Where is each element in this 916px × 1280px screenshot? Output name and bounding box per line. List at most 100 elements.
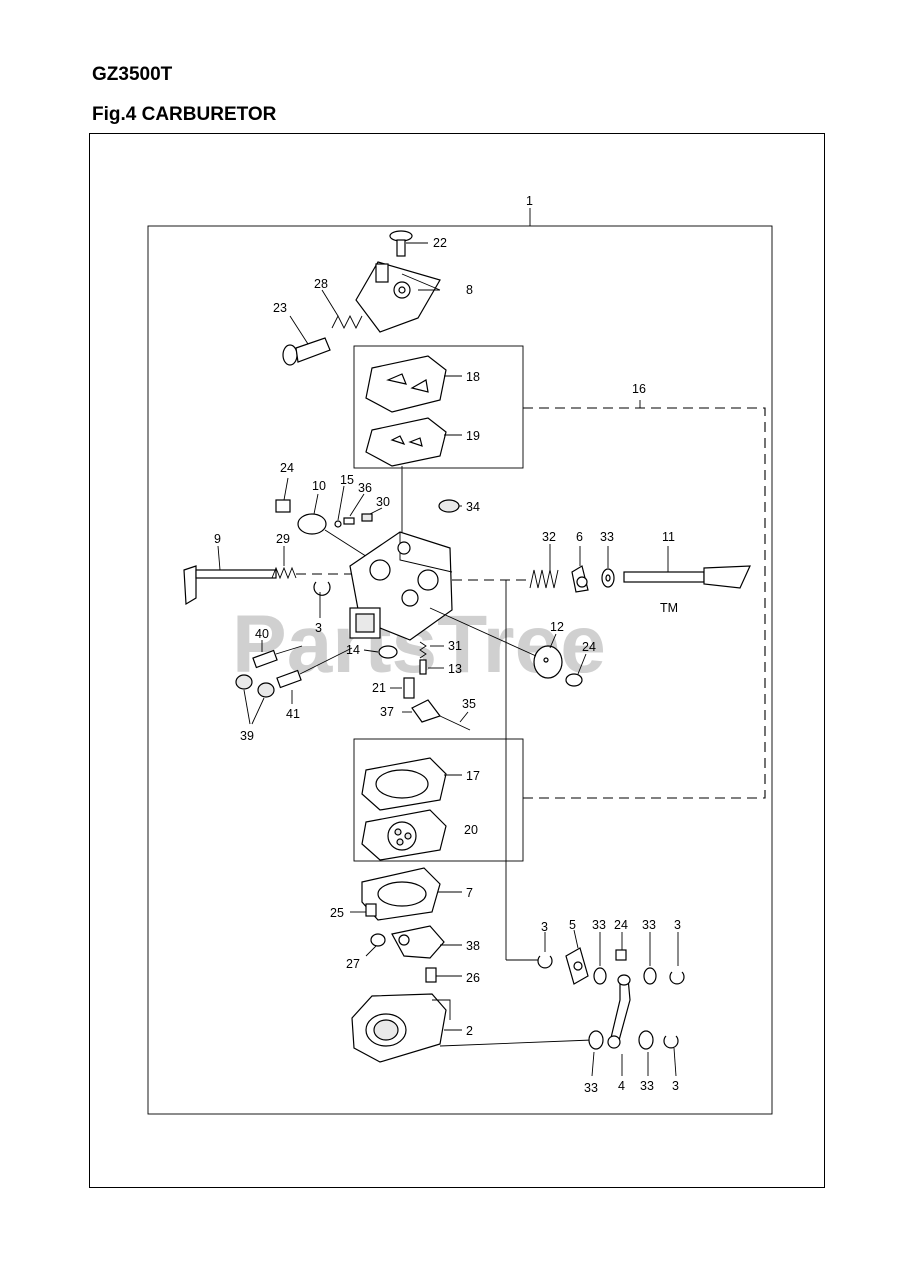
diagram-frame [89, 133, 825, 1188]
callout-6: 6 [576, 530, 583, 544]
part-18-gasket [365, 355, 462, 413]
callout-26: 26 [466, 971, 480, 985]
part-33-washer-c [643, 932, 657, 985]
part-27-screw [365, 933, 386, 957]
callout-11: 11 [662, 530, 675, 544]
part-14-needle-seat [363, 645, 398, 659]
watermark-tm: TM [660, 601, 678, 615]
gasket-box-upper [353, 345, 524, 469]
callout-2: 2 [466, 1024, 473, 1038]
part-38-bracket [391, 925, 462, 959]
part-33-washer-e [638, 1030, 654, 1076]
part-41-needle [276, 647, 353, 704]
part-8-bracket [355, 261, 441, 333]
callout-39: 39 [240, 729, 254, 743]
part-33-washer-upper [601, 546, 615, 588]
callout-36: 36 [358, 481, 372, 495]
part-26-screw [425, 967, 462, 983]
part-20-diaphragm [361, 809, 447, 861]
callout-13: 13 [448, 662, 462, 676]
callout-29: 29 [276, 532, 290, 546]
callout-labels: 1 22 8 28 23 18 16 19 24 15 10 36 30 34 … [214, 194, 681, 1095]
callout-24c: 24 [614, 918, 628, 932]
callout-35: 35 [462, 697, 476, 711]
assembly-boundary [147, 225, 773, 1115]
callout-14: 14 [346, 643, 360, 657]
callout-3b: 3 [541, 920, 548, 934]
part-17-gasket [361, 757, 462, 811]
part-31-spring [419, 641, 444, 659]
callout-10: 10 [312, 479, 326, 493]
part-3-clip-left [313, 581, 331, 618]
callout-20: 20 [464, 823, 478, 837]
part-3-clip-mid [537, 932, 553, 969]
callout-31: 31 [448, 639, 462, 653]
callout-5: 5 [569, 918, 576, 932]
part-22-screw [389, 230, 428, 257]
part-21-screw [390, 677, 415, 699]
callout-4: 4 [618, 1079, 625, 1093]
callout-37: 37 [380, 705, 394, 719]
callout-12: 12 [550, 620, 564, 634]
kit-16-boundary [523, 407, 766, 799]
callout-3d: 3 [672, 1079, 679, 1093]
callout-9: 9 [214, 532, 221, 546]
callout-21: 21 [372, 681, 386, 695]
part-40-needle [252, 640, 303, 669]
part-19-diaphragm [365, 417, 462, 544]
part-32-spring [452, 544, 559, 589]
callout-3a: 3 [315, 621, 322, 635]
callout-24b: 24 [582, 640, 596, 654]
figure-title: Fig.4 CARBURETOR [92, 104, 277, 125]
part-33-washer-d [588, 1030, 604, 1077]
callout-34: 34 [466, 500, 480, 514]
callout-3c: 3 [674, 918, 681, 932]
part-4-link-rod [607, 974, 631, 1076]
callout-8: 8 [466, 283, 473, 297]
part-3-clip-right [669, 932, 685, 985]
part-24-screw-upper [275, 477, 291, 513]
callout-38: 38 [466, 939, 480, 953]
callout-33d: 33 [584, 1081, 598, 1095]
part-12-choke-plate [429, 607, 563, 679]
callout-33c: 33 [642, 918, 656, 932]
carburetor-body [349, 531, 453, 641]
callout-17: 17 [466, 769, 480, 783]
part-28-spring [321, 289, 363, 330]
callout-33e: 33 [640, 1079, 654, 1093]
callout-33a: 33 [600, 530, 614, 544]
callout-7: 7 [466, 886, 473, 900]
part-5-lever [565, 929, 589, 985]
part-11-choke-shaft [623, 546, 751, 589]
callout-30: 30 [376, 495, 390, 509]
callout-15: 15 [340, 473, 354, 487]
part-24-screw-right [565, 653, 587, 687]
callout-22: 22 [433, 236, 447, 250]
callout-18: 18 [466, 370, 480, 384]
callout-25: 25 [330, 906, 344, 920]
callout-19: 19 [466, 429, 480, 443]
part-6-lever [571, 546, 589, 593]
model-number: GZ3500T [92, 64, 173, 85]
part-10-disc [297, 493, 373, 561]
gasket-box-lower [353, 738, 524, 862]
callout-27: 27 [346, 957, 360, 971]
part-9-throttle-shaft [183, 545, 277, 606]
part-39-caps [235, 674, 275, 725]
callout-1: 1 [526, 194, 533, 208]
part-37-lever [402, 699, 441, 723]
callout-33b: 33 [592, 918, 606, 932]
parts-15-36-30 [334, 485, 383, 528]
part-24-screw-c [615, 932, 627, 961]
part-29-spring [271, 546, 352, 580]
part-3-clip-lower [663, 1035, 679, 1077]
callout-32: 32 [542, 530, 556, 544]
part-34-screen [438, 499, 462, 513]
callout-40: 40 [255, 627, 269, 641]
part-7-cover [361, 867, 462, 921]
callout-24a: 24 [280, 461, 294, 475]
part-2-adapter [351, 993, 593, 1063]
part-23-screw [282, 315, 331, 366]
part-25-screw [350, 903, 377, 917]
